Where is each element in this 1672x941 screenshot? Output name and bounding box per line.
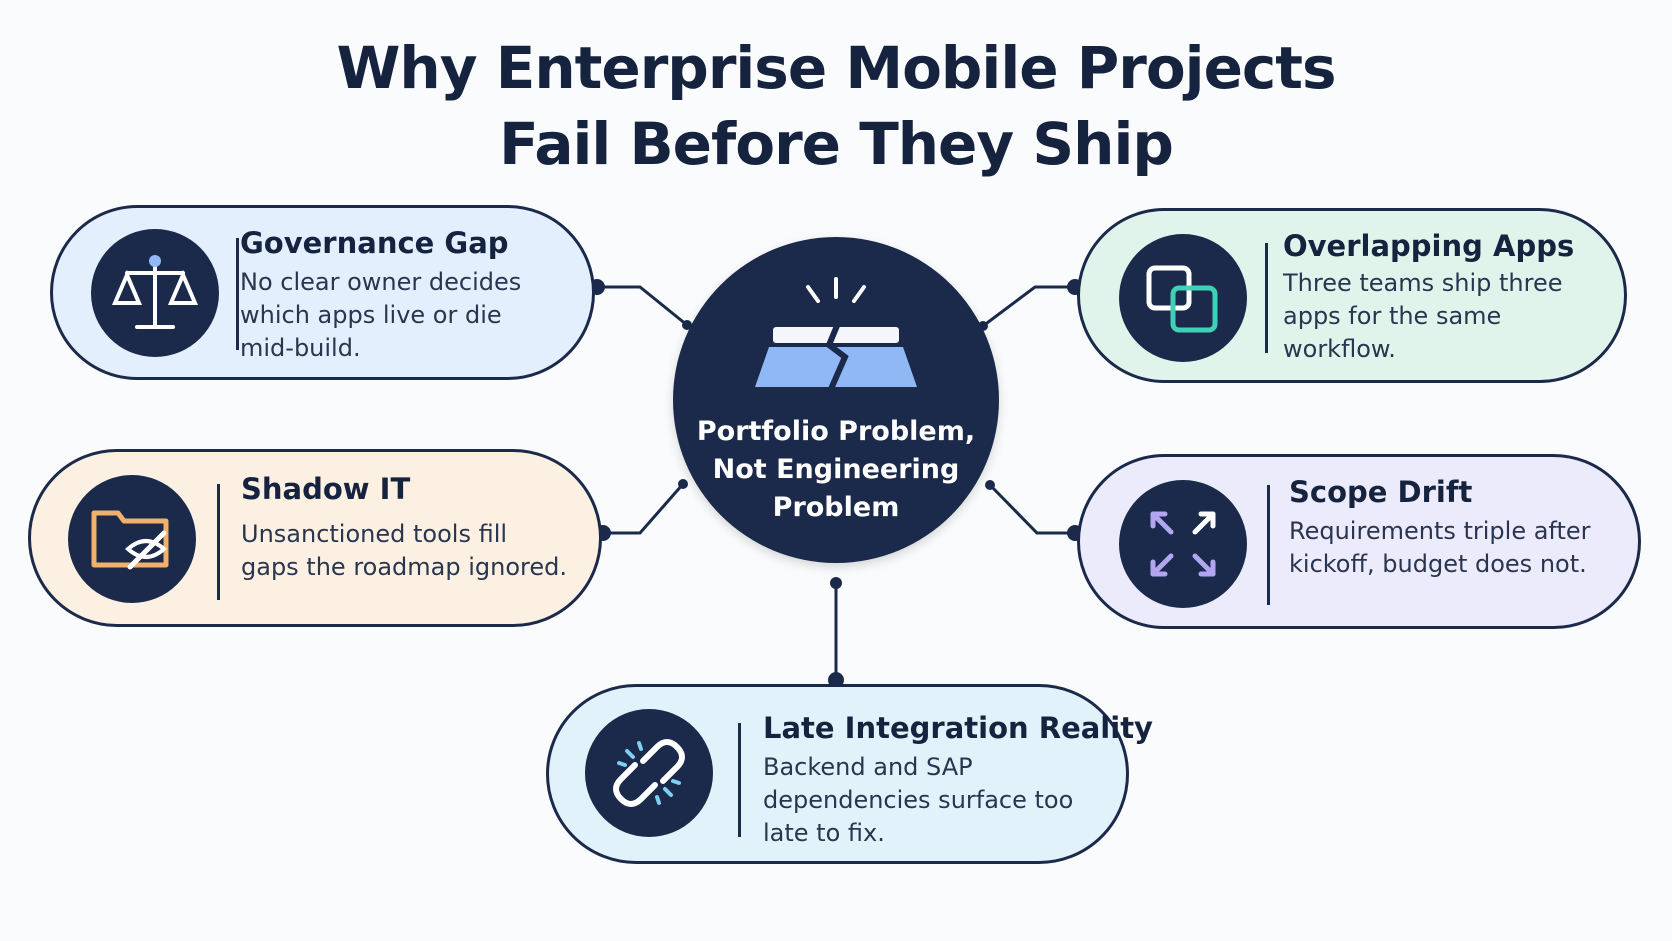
divider (738, 723, 741, 837)
central-hub: Portfolio Problem, Not Engineering Probl… (673, 237, 999, 563)
broken-link-icon (613, 739, 685, 807)
connector-governance (597, 285, 688, 327)
scales-icon (111, 255, 199, 329)
connector-scope (988, 483, 1075, 535)
connector-dot (678, 479, 688, 489)
icon-disc (91, 229, 219, 357)
card-description: Backend and SAP dependencies surface too… (763, 753, 1074, 847)
card-title: Overlapping Apps (1283, 229, 1575, 263)
divider (217, 484, 220, 600)
connector-shadow (603, 483, 685, 535)
connector-overlap (982, 285, 1075, 328)
expand-arrows-icon (1150, 511, 1216, 577)
title-line-2: Fail Before They Ship (499, 110, 1174, 178)
card-late-integration-reality: Late Integration Reality Backend and SAP… (546, 684, 1153, 864)
card-title: Late Integration Reality (763, 711, 1153, 745)
icon-disc (1119, 480, 1247, 608)
icon-disc (1119, 234, 1247, 362)
page-title: Why Enterprise Mobile Projects Fail Befo… (0, 30, 1672, 182)
connector-dot (830, 577, 842, 589)
card-title: Governance Gap (240, 226, 509, 260)
card-description: No clear owner decides which apps live o… (240, 268, 522, 362)
icon-disc (585, 709, 713, 837)
card-title: Scope Drift (1289, 475, 1473, 509)
card-description: Three teams ship three apps for the same… (1283, 269, 1563, 363)
card-shadow-it: Shadow IT Unsanctioned tools fill gaps t… (28, 449, 602, 627)
card-title: Shadow IT (241, 472, 411, 506)
icon-disc (68, 475, 196, 603)
divider (1267, 485, 1270, 605)
card-description: Unsanctioned tools fill gaps the roadmap… (241, 520, 568, 581)
card-overlapping-apps: Overlapping Apps Three teams ship three … (1077, 208, 1627, 383)
card-description: Requirements triple after kickoff, budge… (1289, 517, 1591, 578)
title-line-1: Why Enterprise Mobile Projects (336, 34, 1336, 102)
hidden-folder-icon (91, 510, 169, 570)
divider (236, 238, 239, 350)
connector-dot (985, 480, 995, 490)
divider (1265, 243, 1268, 353)
overlapping-squares-icon (1146, 265, 1218, 333)
hub-label: Portfolio Problem, Not Engineering Probl… (696, 416, 976, 523)
broken-block-icon (755, 277, 917, 391)
card-governance-gap: Governance Gap No clear owner decides wh… (50, 205, 595, 380)
card-scope-drift: Scope Drift Requirements triple after ki… (1077, 454, 1641, 629)
